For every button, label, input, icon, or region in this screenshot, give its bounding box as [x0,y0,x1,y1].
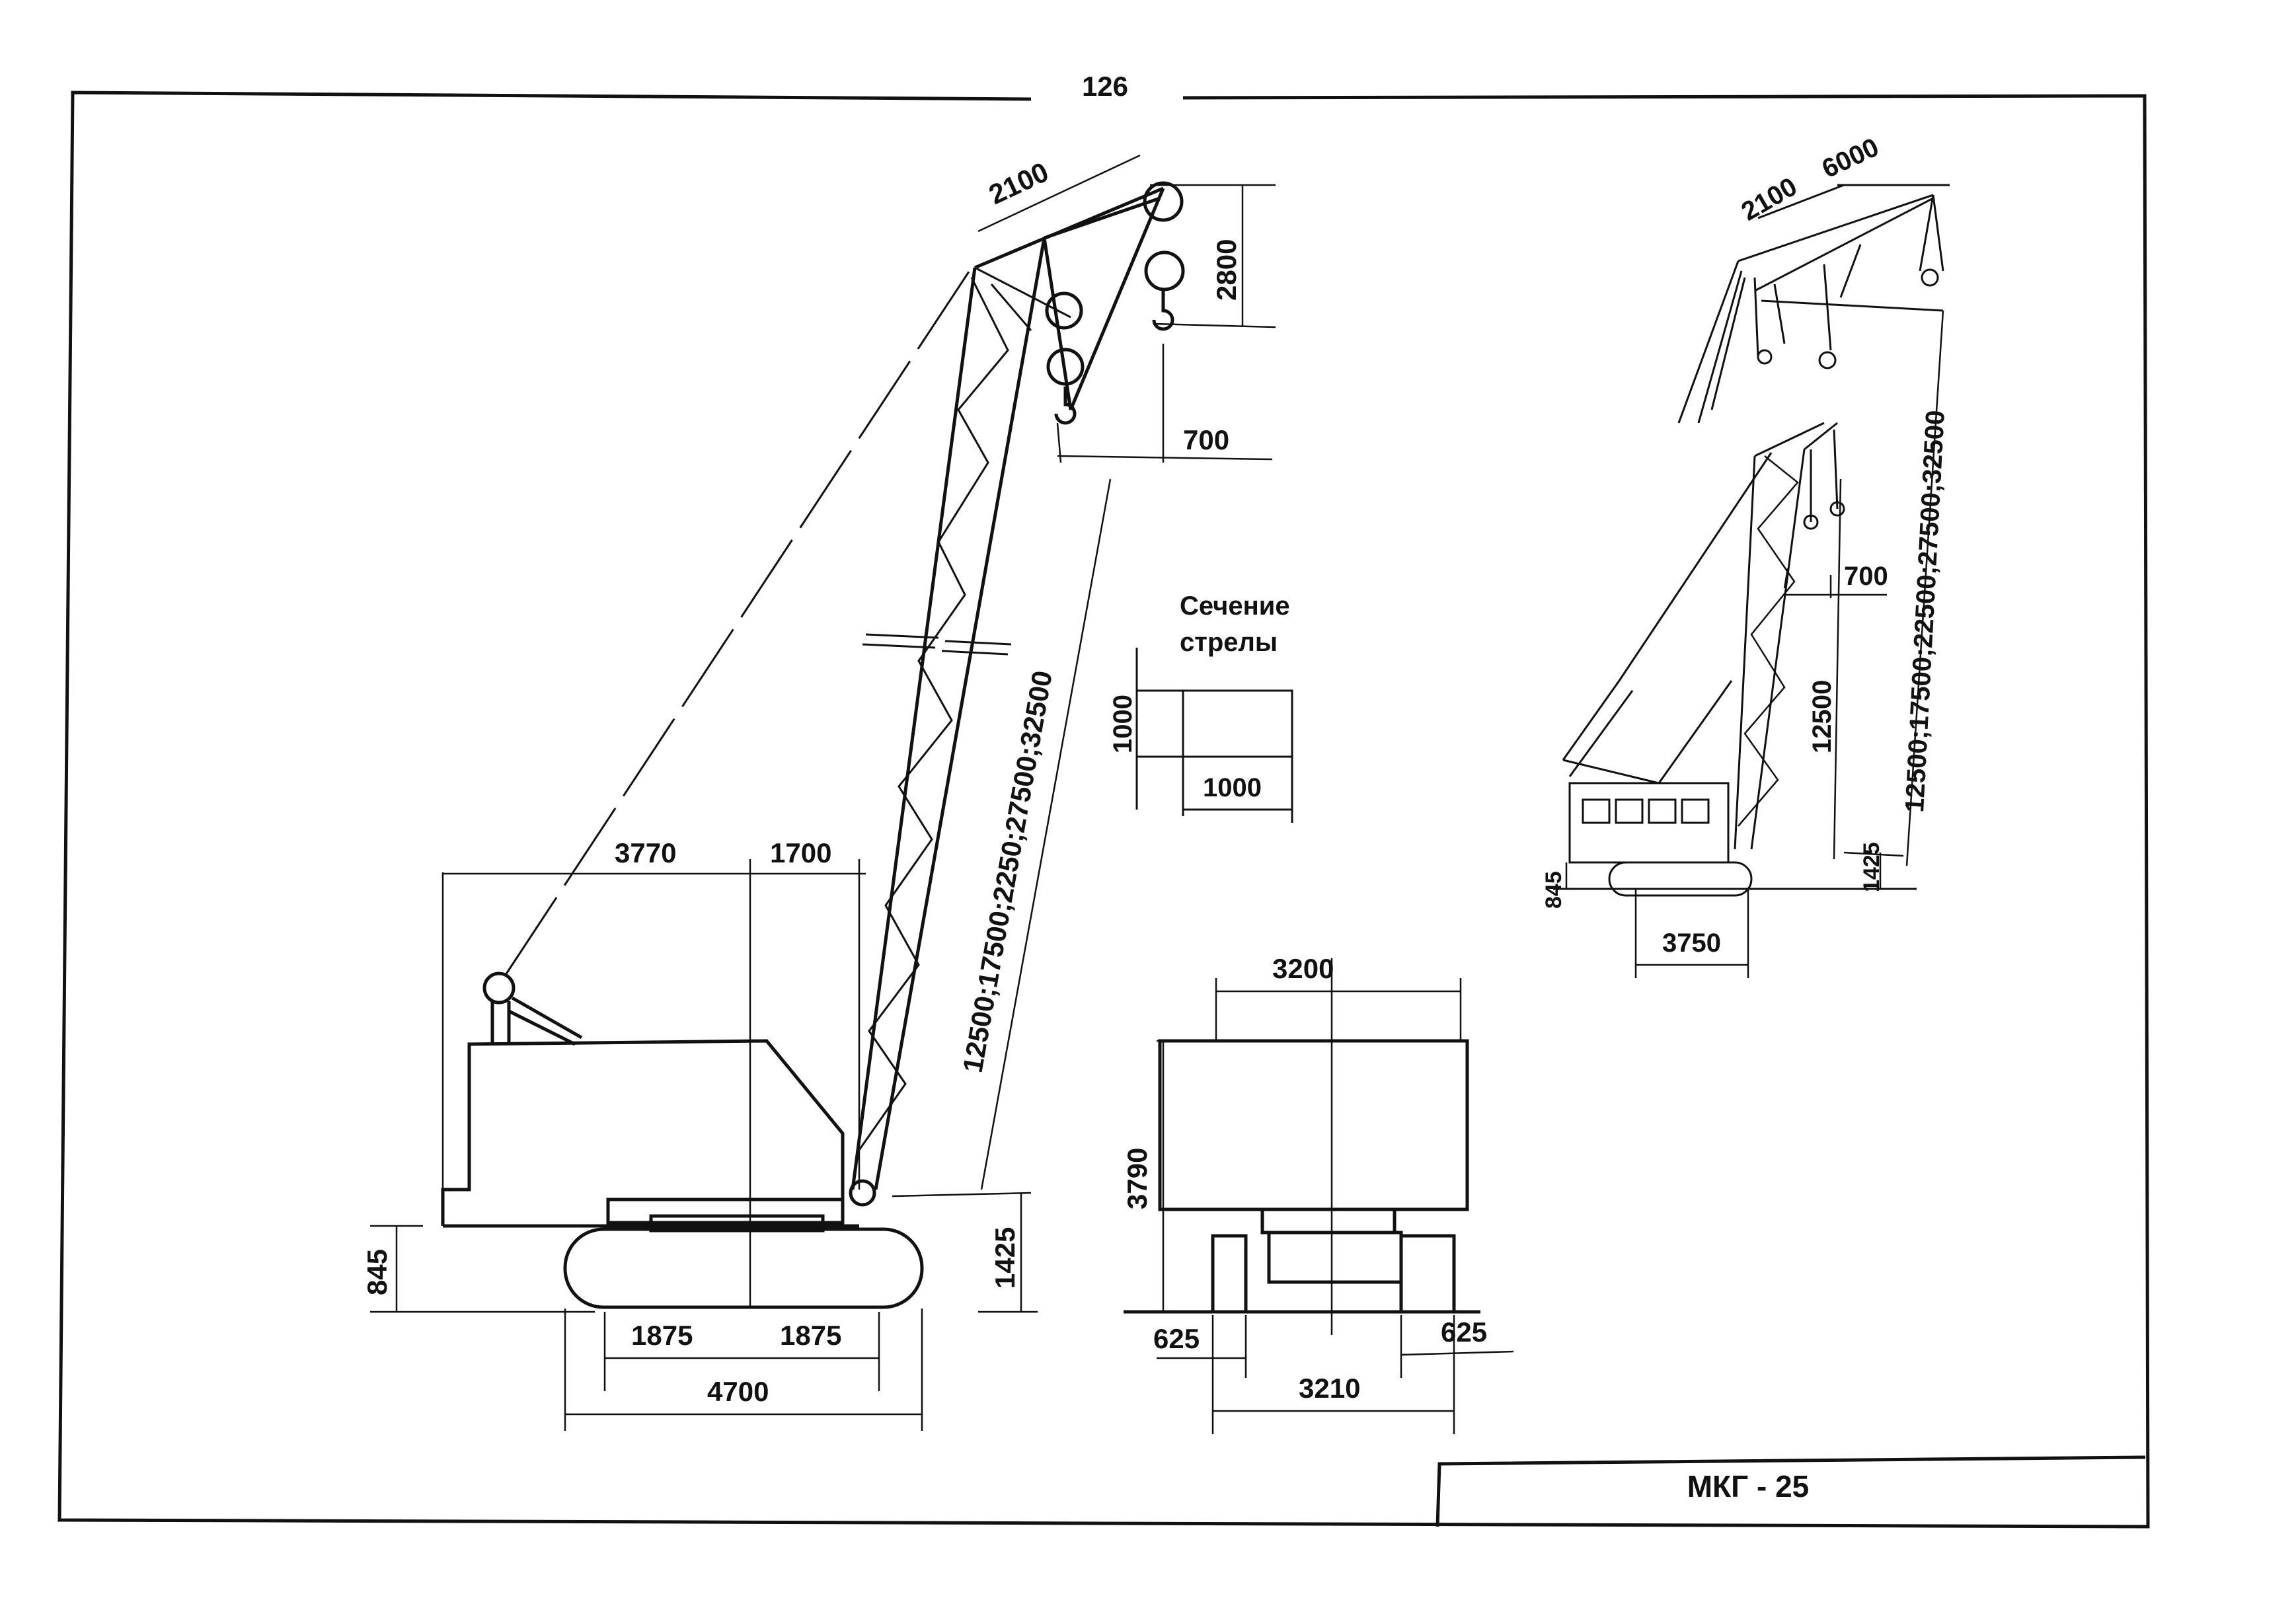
main-hook [1152,291,1174,331]
small-dim-pivot-height: 1425 [1859,842,1884,892]
boom-lacing [858,277,1009,1151]
head-sheave-1 [1143,181,1184,222]
rear-track-right [1399,1234,1456,1312]
small-jib-view [1677,184,1950,424]
gantry-sheave [482,971,516,1005]
crane-rear-view [1124,1039,1480,1314]
title-block-model: МКГ - 25 [1687,1469,1810,1503]
dim-track-gauge: 3210 [1299,1373,1360,1404]
dim-section-height: 1000 [1108,695,1137,753]
boom-section-square [1182,689,1293,758]
rear-view-dimension-lines [1157,958,1514,1434]
dim-track-length: 4700 [707,1376,769,1407]
turntable [606,1198,845,1225]
dim-hook-offset: 700 [1183,424,1229,455]
boom-chord-right [874,237,1046,1190]
dim-track-half-right: 1875 [780,1320,841,1351]
dim-track-half-left: 1875 [631,1320,693,1351]
small-dim-head-width: 2100 [1737,172,1802,227]
aux-sheave-2 [1046,348,1085,386]
page-number: 126 [1082,71,1128,102]
luffing-rope [504,267,973,975]
dim-track-height: 845 [362,1249,393,1295]
dim-head-height: 2800 [1211,239,1242,301]
small-dim-hook-offset: 700 [1844,562,1888,591]
dim-track-width-left: 625 [1153,1323,1200,1354]
rear-track-left [1211,1234,1248,1312]
boom-foot-pin [849,1179,876,1207]
sheet-frame [57,91,2150,1529]
small-view-dimension-lines [1565,310,1944,978]
boom-section-drawing [1135,648,1293,823]
small-dim-track-length: 3750 [1662,929,1721,958]
rear-cab [1158,1039,1469,1211]
dim-cab-height: 3790 [1122,1148,1153,1209]
dim-boom-pivot-height: 1425 [989,1227,1020,1289]
small-crawler-track [1608,861,1753,897]
dim-track-width-right: 625 [1441,1316,1487,1348]
boom-section-title-1: Сечение [1180,591,1290,621]
small-dim-boom-height: 12500 [1808,680,1837,753]
crane-side-view [441,181,1185,1309]
boom-section-title-2: стрелы [1180,628,1278,657]
dim-pivot-offset: 1700 [770,837,831,868]
small-dim-track-height: 845 [1541,871,1566,909]
crawler-track [563,1227,924,1309]
dim-rear-length: 3770 [615,837,676,868]
head-sheave-2 [1144,250,1185,291]
small-machinery-house [1568,782,1730,864]
small-crane-view [1553,422,1917,897]
aux-hook [1054,387,1077,425]
aux-sheave-1 [1045,291,1083,330]
dim-boom-lengths: 12500;17500;2250;27500;32500 [957,668,1058,1075]
dim-head-width: 2100 [984,156,1053,210]
small-dim-jib-length: 6000 [1818,133,1883,184]
small-dim-boom-lengths: 12500;17500;22500;27500;32500 [1900,410,1950,814]
dim-cab-width: 3200 [1272,953,1334,984]
side-view-dimension-lines [370,154,1276,1431]
dim-section-width: 1000 [1203,773,1262,802]
